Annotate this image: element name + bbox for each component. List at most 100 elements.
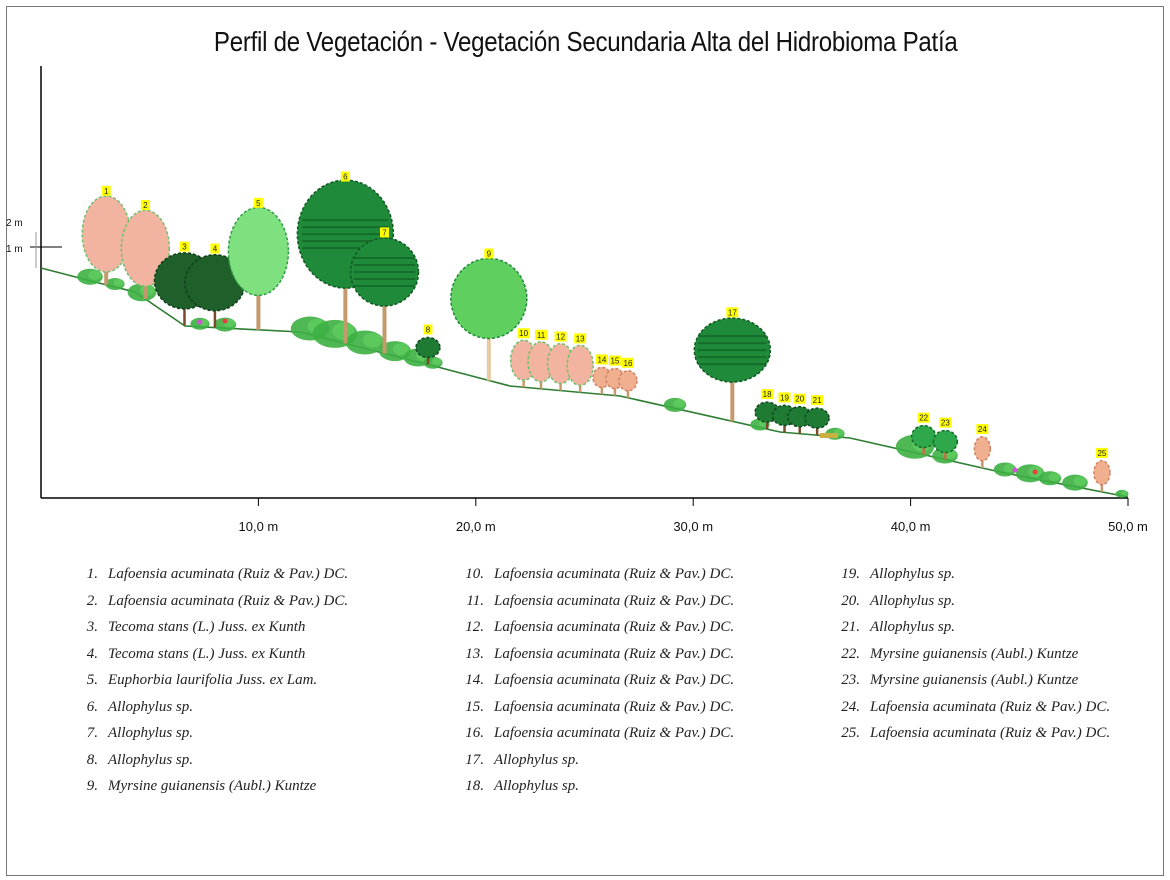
tree-number: 21 [813, 396, 822, 405]
tree-16: 16 [618, 357, 638, 398]
tree-number: 23 [941, 419, 950, 428]
legend-species-name: Lafoensia acuminata (Ruiz & Pav.) DC. [108, 592, 349, 609]
flower [1032, 469, 1038, 475]
tree-8: 8 [415, 324, 441, 365]
tree-number-box [976, 423, 989, 434]
legend-item: 19.Allophylus sp. [832, 564, 955, 584]
tree-number: 1 [104, 187, 109, 196]
tree-number-box [761, 389, 774, 400]
legend-item: 4. Tecoma stans (L.) Juss. ex Kunth [70, 644, 306, 664]
legend-number: 3. [86, 619, 98, 635]
legend-species-name: Lafoensia acuminata (Ruiz & Pav.) DC. [494, 566, 735, 582]
legend-item: 7. Allophylus sp. [70, 723, 193, 743]
legend-item: 25.Lafoensia acuminata (Ruiz & Pav.) DC. [832, 723, 1110, 743]
tree-5: 5 [227, 197, 290, 330]
shrub [362, 332, 382, 348]
legend-item: 22.Myrsine guianensis (Aubl.) Kuntze [832, 644, 1078, 664]
legend-item: 6.Allophylus sp. [70, 697, 193, 717]
shrub [1003, 463, 1015, 473]
legend-number: 9. [86, 778, 98, 794]
legend-item: 21.Allophylus sp. [832, 617, 955, 637]
x-tick-label: 40,0 m [891, 519, 931, 534]
legend-item: 17.Allophylus sp. [456, 750, 579, 770]
tree-2: 2 [120, 200, 171, 300]
shrub [1073, 476, 1087, 486]
legend-item: 18.Allophylus sp. [456, 776, 579, 796]
tree-number-box [554, 331, 567, 342]
tree-number: 3 [182, 243, 187, 252]
legend-item: 3. Tecoma stans (L.) Juss. ex Kunth [70, 617, 306, 637]
legend-item: 14.Lafoensia acuminata (Ruiz & Pav.) DC. [456, 670, 734, 690]
tree-23: 23 [932, 417, 959, 460]
legend-species-name: Allophylus sp. [870, 592, 955, 609]
tree-number-box [379, 227, 389, 238]
shrub [431, 357, 442, 366]
tree-number-box [423, 324, 433, 335]
legend-number: 12. [465, 619, 484, 635]
tree-17: 17 [693, 307, 772, 422]
tree-number: 2 [143, 201, 148, 210]
legend-number: 22. [841, 645, 860, 662]
legend-number: 15. [465, 698, 484, 715]
shrub [113, 279, 124, 287]
legend-species-name: Myrsine guianensis (Aubl.) Kuntze [870, 672, 1079, 688]
tree-number-box [917, 412, 930, 423]
tree-crown [932, 429, 959, 454]
tree-number: 9 [487, 249, 492, 258]
tree-11: 11 [527, 329, 555, 389]
tree-number: 25 [1097, 449, 1106, 458]
legend-species-name: Allophylus sp. [870, 619, 955, 635]
legend-item: 12. Lafoensia acuminata (Ruiz & Pav.) DC. [456, 617, 734, 637]
tree-number: 16 [624, 359, 633, 368]
shrub [393, 343, 409, 356]
legend-species-name: Allophylus sp. [494, 751, 579, 768]
tree-crown [415, 336, 441, 359]
legend-species-name: Lafoensia acuminata (Ruiz & Pav.) DC. [494, 698, 735, 715]
legend-species-name: Lafoensia acuminata (Ruiz & Pav.) DC. [870, 698, 1111, 715]
legend-species-name: Tecoma stans (L.) Juss. ex Kunth [108, 645, 306, 662]
legend-species-name: Lafoensia acuminata (Ruiz & Pav.) DC. [494, 645, 735, 662]
legend-item: 24.Lafoensia acuminata (Ruiz & Pav.) DC. [832, 697, 1110, 717]
tree-number-box [535, 329, 548, 340]
tree-18: 18 [754, 389, 780, 430]
shrub [1048, 472, 1060, 482]
tree-number: 8 [426, 325, 431, 334]
legend-species-name: Allophylus sp. [108, 725, 193, 741]
height-label-2m: 2 m [6, 218, 23, 229]
tree-number-box [101, 185, 111, 196]
x-tick-label: 50,0 m [1108, 519, 1148, 534]
tree-number-box [1095, 447, 1108, 458]
tree-25: 25 [1093, 447, 1111, 492]
legend-species-name: Myrsine guianensis (Aubl.) Kuntze [108, 778, 317, 794]
legend-species-name: Lafoensia acuminata (Ruiz & Pav.) DC. [494, 619, 735, 635]
tree-number-box [939, 417, 952, 428]
legend-item: 20. Allophylus sp. [832, 591, 955, 611]
legend-number: 8. [86, 751, 98, 768]
legend-number: 6. [86, 698, 98, 715]
tree-number: 7 [382, 228, 387, 237]
figure-frame [6, 6, 1164, 876]
x-tick-label: 30,0 m [673, 519, 713, 534]
tree-number-box [179, 241, 189, 252]
ground-object [820, 433, 838, 438]
tree-number-box [340, 171, 350, 182]
tree-number: 19 [780, 393, 789, 402]
tree-24: 24 [973, 423, 992, 468]
legend-number: 4. [86, 645, 98, 662]
legend-item: 13.Lafoensia acuminata (Ruiz & Pav.) DC. [456, 644, 734, 664]
legend-number: 7. [86, 725, 98, 741]
legend-species-name: Lafoensia acuminata (Ruiz & Pav.) DC. [494, 725, 735, 741]
legend-species-name: Tecoma stans (L.) Juss. ex Kunth [108, 619, 306, 635]
shrub [1121, 490, 1128, 496]
x-tick-label: 10,0 m [239, 519, 279, 534]
legend-number: 16. [465, 725, 484, 741]
legend-item: 16. Lafoensia acuminata (Ruiz & Pav.) DC. [456, 723, 734, 743]
figure-title: Perfil de Vegetación - Vegetación Secund… [213, 26, 958, 57]
legend-number: 20. [841, 592, 860, 609]
legend-item: 8.Allophylus sp. [70, 750, 193, 770]
tree-number-box [793, 393, 806, 404]
tree-number: 24 [978, 425, 987, 434]
